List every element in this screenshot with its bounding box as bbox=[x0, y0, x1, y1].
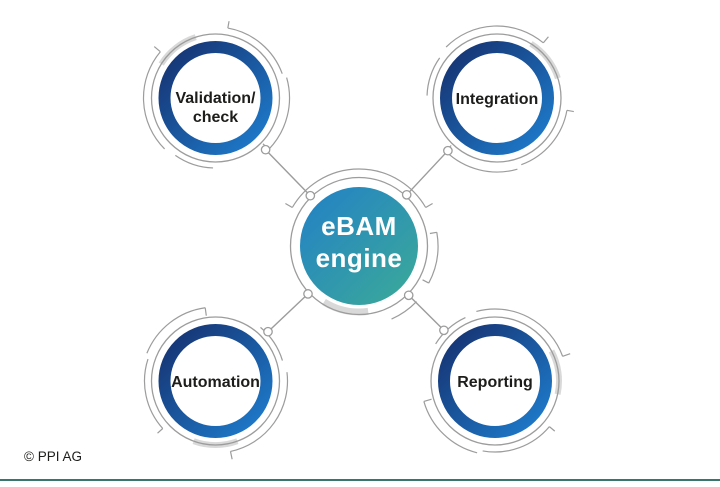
footer-divider bbox=[0, 479, 720, 481]
automation-label: Automation bbox=[171, 374, 260, 391]
center-label-line1: eBAM bbox=[321, 211, 397, 241]
connector-line-integration bbox=[406, 150, 449, 196]
validation-label-line2: check bbox=[193, 109, 238, 126]
connector-node bbox=[305, 190, 316, 201]
connector-node bbox=[443, 145, 453, 156]
connector-line-reporting bbox=[408, 294, 445, 331]
reporting-circle: Reporting bbox=[430, 316, 560, 446]
connector-line-automation bbox=[267, 293, 309, 333]
connector-line-validation bbox=[265, 149, 311, 197]
connector-node bbox=[303, 289, 313, 299]
reporting-label: Reporting bbox=[457, 374, 533, 391]
connector-node bbox=[403, 290, 414, 301]
connector-node bbox=[260, 144, 271, 155]
center-label-line2: engine bbox=[316, 243, 403, 273]
integration-circle: Integration bbox=[432, 33, 562, 163]
validation-label-line1: Validation/ bbox=[175, 90, 256, 107]
center-circle: eBAM engine bbox=[289, 176, 429, 316]
connector-node bbox=[401, 189, 412, 200]
validation-circle: Validation/ check bbox=[150, 33, 281, 163]
connector-node bbox=[263, 326, 273, 337]
automation-circle: Automation bbox=[150, 316, 281, 446]
copyright-label: © PPI AG bbox=[24, 449, 82, 464]
integration-label: Integration bbox=[456, 91, 539, 108]
connector-node bbox=[439, 325, 449, 336]
